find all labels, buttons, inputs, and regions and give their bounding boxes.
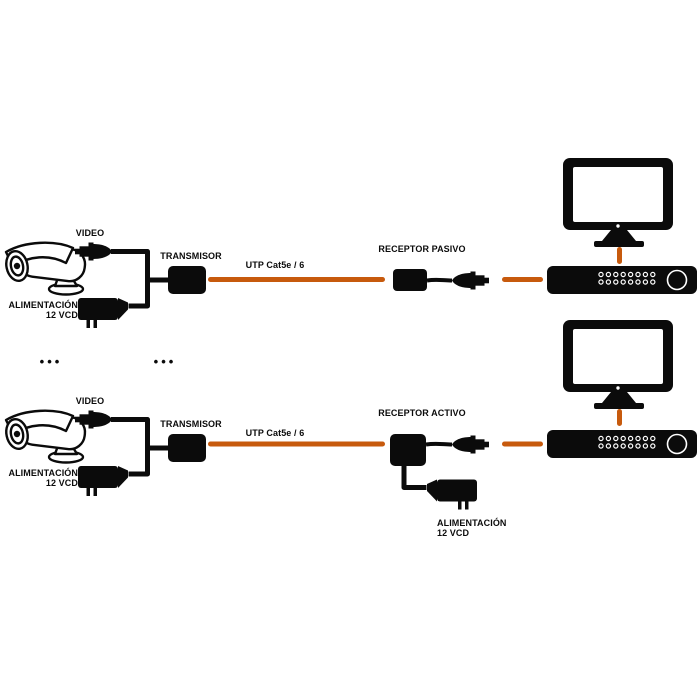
continuation-dots: ••• <box>39 354 63 369</box>
dvr-to-monitor-link <box>617 247 622 264</box>
label-line: ALIMENTACIÓN <box>8 300 78 310</box>
dvr-led-grid <box>598 435 656 449</box>
label-line: 12 VCD <box>45 309 78 320</box>
receiver-to-dvr-link <box>502 277 543 282</box>
bnc-output-connector-icon <box>452 435 489 454</box>
label-line: 12 VCD <box>45 477 78 488</box>
receiver-power-label: ALIMENTACIÓN 12 VCD <box>437 518 547 538</box>
receiver-power-wire <box>401 466 427 490</box>
bnc-output-connector-icon <box>452 271 489 290</box>
camera-icon <box>2 241 88 296</box>
dvr-to-monitor-link <box>617 409 622 426</box>
receiver-label: RECEPTOR ACTIVO <box>378 408 466 418</box>
active-receiver-balun-icon <box>390 434 489 466</box>
monitor-icon <box>563 320 673 409</box>
video-label: VIDEO <box>75 396 105 406</box>
camera-wires <box>111 417 150 477</box>
transmitter-balun-icon <box>168 266 206 294</box>
video-label: VIDEO <box>75 228 105 238</box>
utp-cable-line <box>208 441 385 447</box>
utp-cable-label: UTP Cat5e / 6 <box>245 260 305 270</box>
receiver-label: RECEPTOR PASIVO <box>378 244 466 254</box>
passive-receiver-balun-icon <box>393 269 489 291</box>
transmitter-label: TRANSMISOR <box>160 419 222 429</box>
power-adapter-icon <box>78 466 128 496</box>
camera-power-label: ALIMENTACIÓN 12 VCD <box>0 300 78 320</box>
continuation-dots: ••• <box>153 354 177 369</box>
label-line: ALIMENTACIÓN <box>437 518 507 528</box>
camera-icon <box>2 409 88 464</box>
dvr-led-grid <box>598 271 656 285</box>
dvr-icon <box>547 430 697 458</box>
monitor-icon <box>563 158 673 247</box>
receiver-to-dvr-link <box>502 441 543 447</box>
dvr-icon <box>547 266 697 294</box>
power-adapter-icon <box>427 479 477 510</box>
camera-power-label: ALIMENTACIÓN 12 VCD <box>0 468 78 488</box>
camera-wires <box>111 249 150 309</box>
utp-cable-label: UTP Cat5e / 6 <box>245 428 305 438</box>
utp-cable-line <box>208 277 385 282</box>
transmitter-balun-icon <box>168 434 206 462</box>
label-line: 12 VCD <box>437 527 470 538</box>
dvr-knob-icon <box>666 433 688 455</box>
label-line: ALIMENTACIÓN <box>8 468 78 478</box>
transmitter-label: TRANSMISOR <box>160 251 222 261</box>
dvr-knob-icon <box>666 269 688 291</box>
power-adapter-icon <box>78 298 128 328</box>
